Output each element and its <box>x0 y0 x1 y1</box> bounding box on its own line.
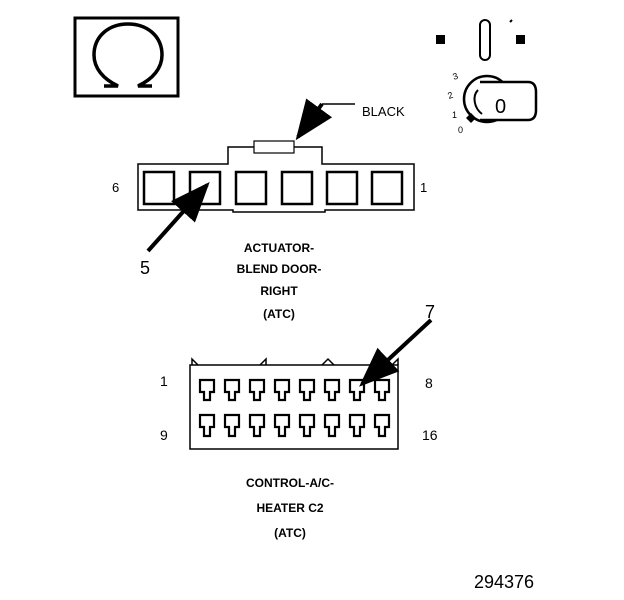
control-pin-8: 8 <box>425 375 433 391</box>
wire-color-label: BLACK <box>362 104 405 119</box>
ohmmeter-icon: Ω <box>0 0 180 98</box>
ignition-key-label: 0 <box>495 96 506 118</box>
actuator-title-line-1: ACTUATOR- <box>244 241 314 255</box>
terminal-row-top <box>198 378 391 402</box>
actuator-title-line-2: BLEND DOOR- <box>237 262 322 276</box>
ignition-position-2: 2 <box>446 90 454 101</box>
actuator-title-line-4: (ATC) <box>263 307 295 321</box>
control-pin-9: 9 <box>160 427 168 443</box>
control-title-line-3: (ATC) <box>274 526 306 540</box>
figure-number: 294376 <box>474 572 534 592</box>
actuator-pin-6: 6 <box>112 180 119 195</box>
terminal-row-bottom <box>198 413 391 438</box>
control-pin-16: 16 <box>422 427 438 443</box>
actuator-connector: BLACK 6 1 5 ACTUATOR- BLEND DOOR- RIGHT … <box>112 98 427 321</box>
control-title-line-2: HEATER C2 <box>256 501 323 515</box>
ignition-switch-icon: 3 2 1 0 0 <box>436 19 538 135</box>
actuator-pin-1: 1 <box>420 180 427 195</box>
control-callout-7: 7 <box>425 302 435 322</box>
ignition-position-0: 0 <box>458 125 463 135</box>
control-title-line-1: CONTROL-A/C- <box>246 476 334 490</box>
ignition-position-3: 3 <box>451 71 459 82</box>
control-pin-1: 1 <box>160 373 168 389</box>
actuator-title-line-3: RIGHT <box>260 284 298 298</box>
actuator-callout-5: 5 <box>140 258 150 278</box>
ohm-symbol: Ω <box>0 0 1 1</box>
control-connector: 1 8 9 16 7 CONTROL-A/C- HEATER C2 (ATC) <box>160 302 438 540</box>
ignition-position-1: 1 <box>452 110 457 120</box>
